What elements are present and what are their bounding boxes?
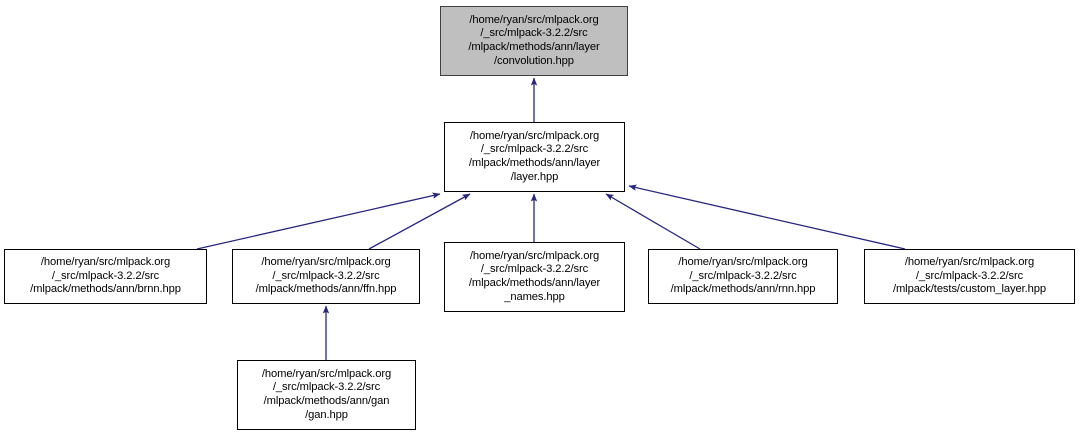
graph-node-label: /home/ryan/src/mlpack.org /_src/mlpack-3… [468,249,601,303]
graph-edge-custom_layer-to-layer [628,184,906,250]
graph-node-layer[interactable]: /home/ryan/src/mlpack.org /_src/mlpack-3… [444,122,625,192]
graph-node-custom_layer[interactable]: /home/ryan/src/mlpack.org /_src/mlpack-3… [864,249,1075,304]
graph-node-label: /home/ryan/src/mlpack.org /_src/mlpack-3… [892,256,1047,296]
graph-node-label: /home/ryan/src/mlpack.org /_src/mlpack-3… [261,367,392,421]
graph-edge-ffn-to-layer [368,193,471,250]
graph-node-label: /home/ryan/src/mlpack.org /_src/mlpack-3… [670,256,816,296]
graph-node-convolution[interactable]: /home/ryan/src/mlpack.org /_src/mlpack-3… [440,6,628,76]
graph-node-ffn[interactable]: /home/ryan/src/mlpack.org /_src/mlpack-3… [232,249,420,304]
graph-node-gan[interactable]: /home/ryan/src/mlpack.org /_src/mlpack-3… [237,360,416,430]
graph-node-rnn[interactable]: /home/ryan/src/mlpack.org /_src/mlpack-3… [648,249,838,304]
graph-edge-brnn-to-layer [196,192,441,250]
graph-node-label: /home/ryan/src/mlpack.org /_src/mlpack-3… [468,129,601,183]
graph-node-label: /home/ryan/src/mlpack.org /_src/mlpack-3… [30,256,181,296]
graph-node-label: /home/ryan/src/mlpack.org /_src/mlpack-3… [255,256,397,296]
graph-node-label: /home/ryan/src/mlpack.org /_src/mlpack-3… [468,13,600,67]
graph-node-layer_names[interactable]: /home/ryan/src/mlpack.org /_src/mlpack-3… [444,242,625,312]
graph-node-brnn[interactable]: /home/ryan/src/mlpack.org /_src/mlpack-3… [4,249,207,304]
graph-edge-rnn-to-layer [605,193,701,250]
